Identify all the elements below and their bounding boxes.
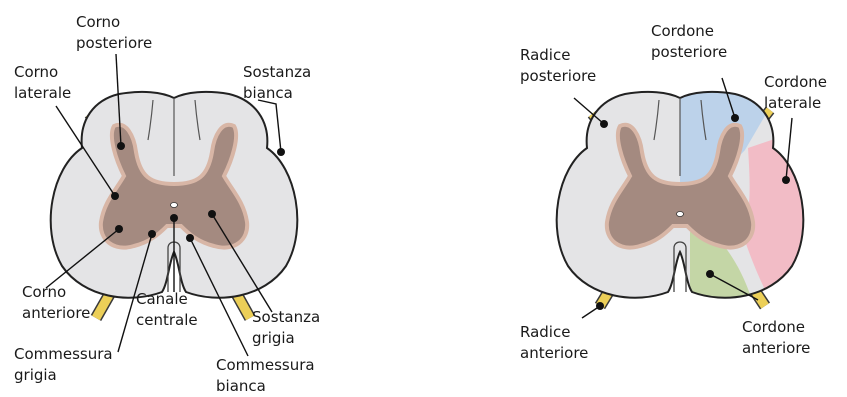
right-dot-radice-anteriore [596,302,604,310]
label-sostanza-grigia: Sostanza grigia [252,308,325,347]
label-commessura-grigia: Commessura grigia [14,345,117,384]
label-radice-anteriore: Radice anteriore [520,323,588,362]
left-dot-sostanza-grigia [208,210,216,218]
right-dot-radice-posteriore [600,120,608,128]
left-dot-corno-posteriore [117,142,125,150]
left-dot-canale-centrale [170,214,178,222]
right-dot-cordone-anteriore [706,270,714,278]
right-dot-cordone-laterale [782,176,790,184]
label-corno-laterale: Corno laterale [14,63,71,102]
left-central-canal [171,203,178,208]
label-sostanza-bianca: Sostanza bianca [243,63,316,102]
right-central-canal [677,212,684,217]
left-dot-sostanza-bianca [277,148,285,156]
left-dot-commessura-grigia [148,230,156,238]
left-dot-commessura-bianca [186,234,194,242]
label-cordone-posteriore: Cordone posteriore [651,22,727,61]
label-corno-anteriore: Corno anteriore [22,283,90,322]
left-dot-corno-laterale [111,192,119,200]
left-dot-corno-anteriore [115,225,123,233]
right-dot-cordone-posteriore [731,114,739,122]
label-radice-posteriore: Radice posteriore [520,46,596,85]
right-cross-section: Radice posteriore Cordone posteriore Cor… [520,22,832,362]
label-cordone-laterale: Cordone laterale [764,73,832,112]
label-cordone-anteriore: Cordone anteriore [742,318,810,357]
left-cross-section: Corno posteriore Corno laterale Sostanza… [14,13,325,395]
label-canale-centrale: Canale centrale [136,290,198,329]
label-corno-posteriore: Corno posteriore [76,13,152,52]
label-commessura-bianca: Commessura bianca [216,356,319,395]
